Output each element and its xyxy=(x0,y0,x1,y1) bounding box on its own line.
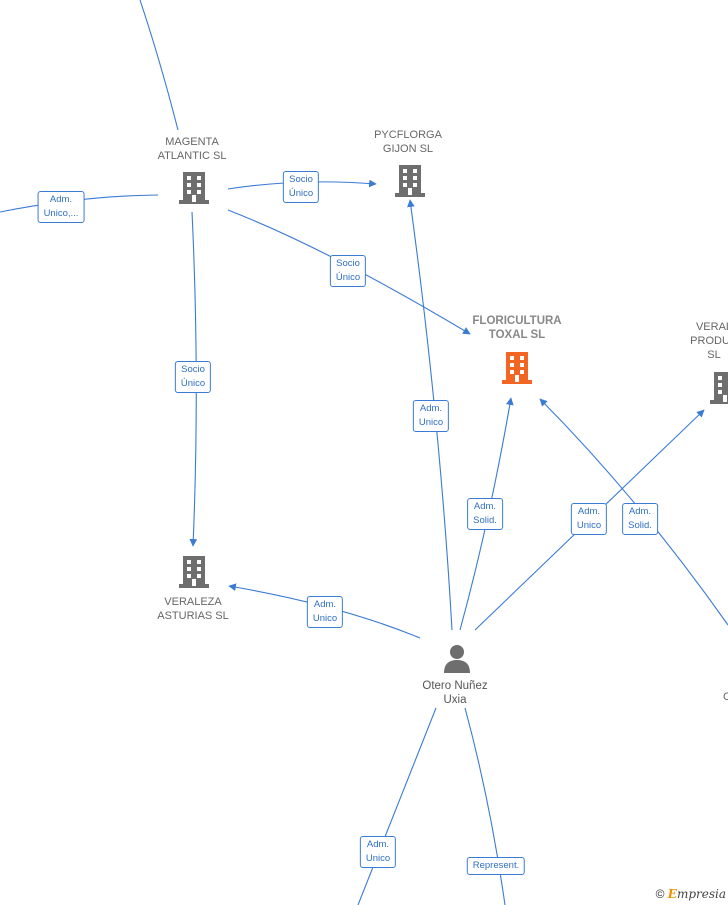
veral-building-icon[interactable] xyxy=(710,372,728,404)
magenta-label[interactable]: MAGENTA ATLANTIC SL xyxy=(157,136,227,162)
magenta-building-icon[interactable] xyxy=(179,172,209,204)
pycflorga-label[interactable]: PYCFLORGA GIJON SL xyxy=(374,129,442,155)
floricultura-label[interactable]: FLORICULTURA TOXAL SL xyxy=(472,315,562,341)
pycflorga-building-icon[interactable] xyxy=(395,165,425,197)
brand-name: Empresia xyxy=(667,887,726,901)
otero-person-icon[interactable] xyxy=(444,645,470,673)
edge-label-socio-unico-pycflorga: Socio Único xyxy=(282,171,320,203)
veraleza-label[interactable]: VERALEZA ASTURIAS SL xyxy=(157,596,229,622)
veral-label[interactable]: VERAL PRODUC SL xyxy=(690,321,728,361)
edge-label-adm-unico-pycflorga: Adm. Unico xyxy=(412,400,450,432)
edge-top-magenta xyxy=(139,0,179,131)
edge-label-socio-unico-floricultura: Socio Único xyxy=(329,255,367,287)
empresia-logo: © Empresia xyxy=(656,887,726,901)
edge-label-adm-unico-veral: Adm. Unico xyxy=(570,503,608,535)
cut-right-label: C xyxy=(723,691,728,703)
edge-label-adm-unico-veraleza: Adm. Unico xyxy=(306,596,344,628)
edge-otero-bottom-right xyxy=(464,707,506,905)
edge-label-adm-solid-right: Adm. Solid. xyxy=(622,503,658,535)
copyright-icon: © xyxy=(655,887,665,901)
edge-label-adm-solid-floricultura: Adm. Solid. xyxy=(467,498,503,530)
edge-label-represent-bottom: Represent. xyxy=(466,857,526,875)
edge-label-adm-unico-left: Adm. Unico,... xyxy=(37,191,85,223)
otero-label[interactable]: Otero Nuñez Uxia xyxy=(422,680,488,706)
edge-otero-bottom-left xyxy=(357,707,437,905)
veraleza-building-icon[interactable] xyxy=(179,556,209,588)
floricultura-building-icon[interactable] xyxy=(502,352,532,384)
edge-label-adm-unico-bottom: Adm. Unico xyxy=(359,836,397,868)
edge-label-socio-unico-veraleza: Socio Único xyxy=(174,361,212,393)
